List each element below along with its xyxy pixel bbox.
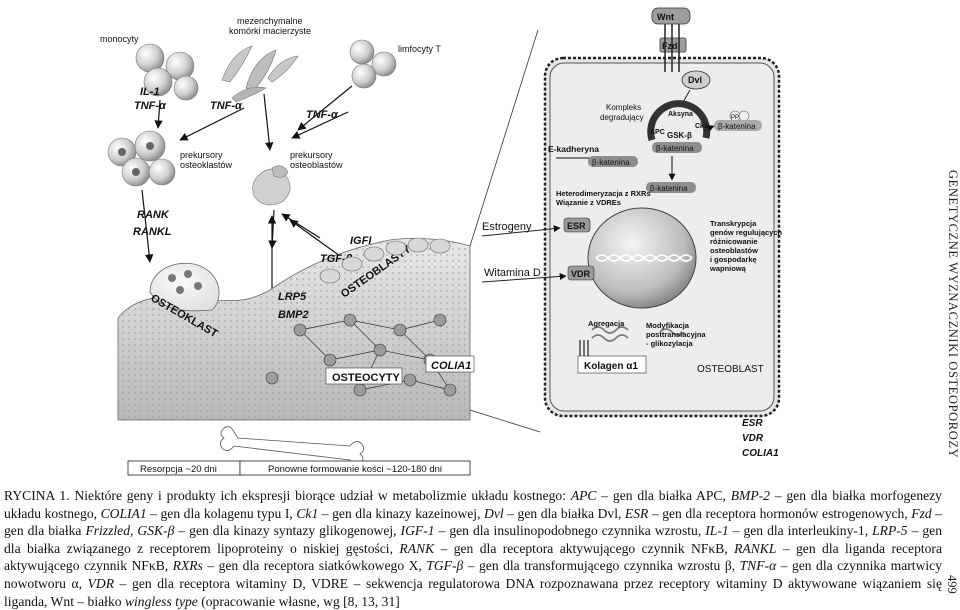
svg-text:różnicowanie: różnicowanie: [710, 237, 758, 246]
label-pp: PP: [731, 115, 739, 121]
label-gsk: GSK-β: [667, 131, 692, 140]
label-bcat-ecad: β-katenina: [592, 158, 630, 167]
zoom-lines: [469, 29, 541, 433]
label-fzd: Fzd: [662, 41, 678, 51]
osteoblast-lining: [319, 237, 451, 284]
label-dvl: Dvl: [688, 75, 702, 85]
osteoclast-cell: [149, 262, 220, 312]
osteoclast-precursors: [107, 130, 176, 187]
label-tnfa-2: TNF-α: [210, 100, 243, 112]
label-osteocyty: OSTEOCYTY: [332, 372, 401, 384]
svg-text:wapniową: wapniową: [709, 264, 747, 273]
label-tnfa-3: TNF-α: [306, 109, 339, 121]
label-out-colia1: COLIA1: [742, 448, 779, 459]
label-il1: IL-1: [140, 86, 160, 98]
svg-text:osteoblastów: osteoblastów: [710, 246, 758, 255]
label-apc: APC: [650, 129, 665, 136]
label-ob-prec-2: osteoblastów: [290, 160, 343, 170]
label-vitamin-d: Witamina D: [484, 267, 541, 279]
label-msc-1: mezenchymalne: [237, 16, 303, 26]
degradation-complex: [647, 100, 711, 142]
figure-illustration: monocyty mezenchymalne komórki macierzys…: [100, 7, 783, 476]
label-aggregation: Agregacja: [588, 319, 625, 328]
label-estrogens: Estrogeny: [482, 221, 532, 233]
running-head: GENETYCZNE WYZNACZNIKI OSTEOPOROZY: [946, 170, 960, 459]
label-msc-2: komórki macierzyste: [229, 26, 311, 36]
label-colia1-bone: COLIA1: [431, 360, 471, 372]
label-igfi: IGFI: [350, 235, 372, 247]
label-osteoblast-cell: OSTEOBLAST: [697, 364, 764, 375]
label-hetero-2: Wiązanie z VDREs: [556, 198, 621, 207]
label-hetero-1: Heterodimeryzacja z RXRs: [556, 189, 651, 198]
label-bmp2: BMP2: [278, 309, 309, 321]
caption-label: RYCINA 1.: [4, 488, 70, 503]
label-ob-prec-1: prekursory: [290, 150, 333, 160]
label-out-esr: ESR: [742, 418, 763, 429]
label-lrp5: LRP5: [278, 291, 307, 303]
arrows-top: [154, 85, 353, 151]
label-reformation: Ponowne formowanie kości ~120-180 dni: [268, 464, 442, 475]
label-vdr: VDR: [571, 269, 591, 279]
label-rankl: RANKL: [133, 226, 172, 238]
t-cells-cluster: [349, 39, 397, 89]
label-oc-prec-1: prekursory: [180, 150, 223, 160]
label-t-cells: limfocyty T: [398, 44, 441, 54]
bone-icon: [220, 426, 364, 466]
label-e-cadherin: E-kadheryna: [548, 144, 599, 154]
label-mod-2: posttranslacyjna: [646, 330, 706, 339]
label-tnfa-1: TNF-α: [134, 100, 167, 112]
label-bcat-degraded: β-katenina: [718, 122, 756, 131]
label-mod-1: Modyfikacja: [646, 321, 690, 330]
label-esr: ESR: [567, 221, 586, 231]
transcription-text: Transkrypcja genów regulujących różnicow…: [709, 219, 783, 273]
wnt-fzd-receptor: [651, 7, 691, 72]
label-monocytes: monocyty: [100, 34, 139, 44]
label-ck1: Ck1: [695, 123, 708, 130]
svg-text:Transkrypcja: Transkrypcja: [710, 219, 757, 228]
page-number: 499: [945, 575, 959, 594]
mesenchymal-stem-cells: [221, 45, 299, 103]
label-out-vdr: VDR: [742, 433, 764, 444]
label-wnt: Wnt: [657, 12, 674, 22]
label-mod-3: - glikozylacja: [646, 339, 694, 348]
label-axin: Aksyna: [668, 111, 693, 118]
monocytes-cluster: [135, 43, 199, 101]
nucleus: [587, 207, 697, 309]
endoplasmic-reticulum: [591, 326, 685, 342]
svg-text:i gospodarkę: i gospodarkę: [710, 255, 757, 264]
label-resorption: Resorpcja ~20 dni: [140, 464, 217, 475]
label-complex-1: Kompleks: [606, 103, 641, 112]
label-bcat-free: β-katenina: [650, 184, 688, 193]
dvl-protein: [681, 70, 711, 90]
label-complex-2: degradujący: [600, 113, 644, 122]
label-oc-prec-2: osteoklastów: [180, 160, 233, 170]
svg-text:genów regulujących: genów regulujących: [710, 228, 783, 237]
label-rank: RANK: [137, 209, 170, 221]
osteoblast-precursors: [252, 165, 291, 206]
label-collagen: Kolagen α1: [584, 361, 638, 372]
label-bcat-complex: β-katenina: [656, 144, 694, 153]
figure-caption: RYCINA 1. Niektóre geny i produkty ich e…: [4, 488, 943, 609]
